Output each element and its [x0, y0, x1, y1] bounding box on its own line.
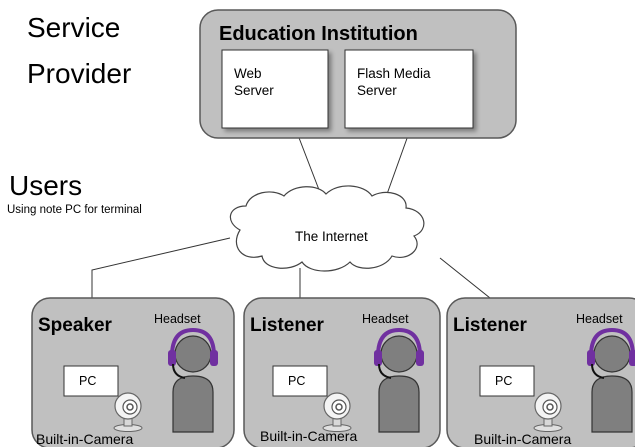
flash-server-line1: Flash Media — [357, 66, 431, 81]
web-server-box — [221, 49, 329, 129]
flash-server-box — [344, 49, 474, 129]
internet-cloud — [229, 185, 425, 272]
flash-server-line2: Server — [357, 82, 397, 98]
listener2-camera-label: Built-in-Camera — [474, 431, 572, 447]
listener2-pc-label: PC — [495, 374, 513, 388]
listener1-headset-label: Headset — [362, 312, 409, 326]
flash-server-label: Flash Media Server — [357, 66, 431, 100]
speaker-pc-label: PC — [79, 374, 97, 388]
listener1-camera-label: Built-in-Camera — [260, 428, 358, 444]
listener2-headset-label: Headset — [576, 312, 623, 326]
listener2-pc-box — [479, 365, 535, 397]
provider-label: Provider — [27, 58, 132, 89]
institution-title: Education Institution — [219, 23, 418, 45]
users-note: Using note PC for terminal — [7, 204, 142, 216]
listener1-pc-box — [272, 365, 328, 397]
listener2-camera-icon — [533, 392, 563, 433]
listener1-pc-label: PC — [288, 374, 306, 388]
listener2-role-label: Listener — [453, 315, 527, 336]
listener2-panel — [446, 297, 635, 447]
web-server-label: Web Server — [234, 66, 274, 100]
service-label: Service — [27, 12, 121, 43]
internet-label: The Internet — [295, 229, 368, 244]
speaker-camera-icon — [113, 392, 143, 433]
users-label: Users — [9, 170, 83, 201]
speaker-role-label: Speaker — [38, 315, 112, 336]
speaker-headset-label: Headset — [154, 312, 201, 326]
speaker-camera-label: Built-in-Camera — [36, 431, 134, 447]
listener1-role-label: Listener — [250, 315, 324, 336]
web-server-line1: Web — [234, 66, 262, 81]
listener1-camera-icon — [322, 392, 352, 433]
web-server-line2: Server — [234, 82, 274, 98]
speaker-pc-box — [63, 365, 119, 397]
